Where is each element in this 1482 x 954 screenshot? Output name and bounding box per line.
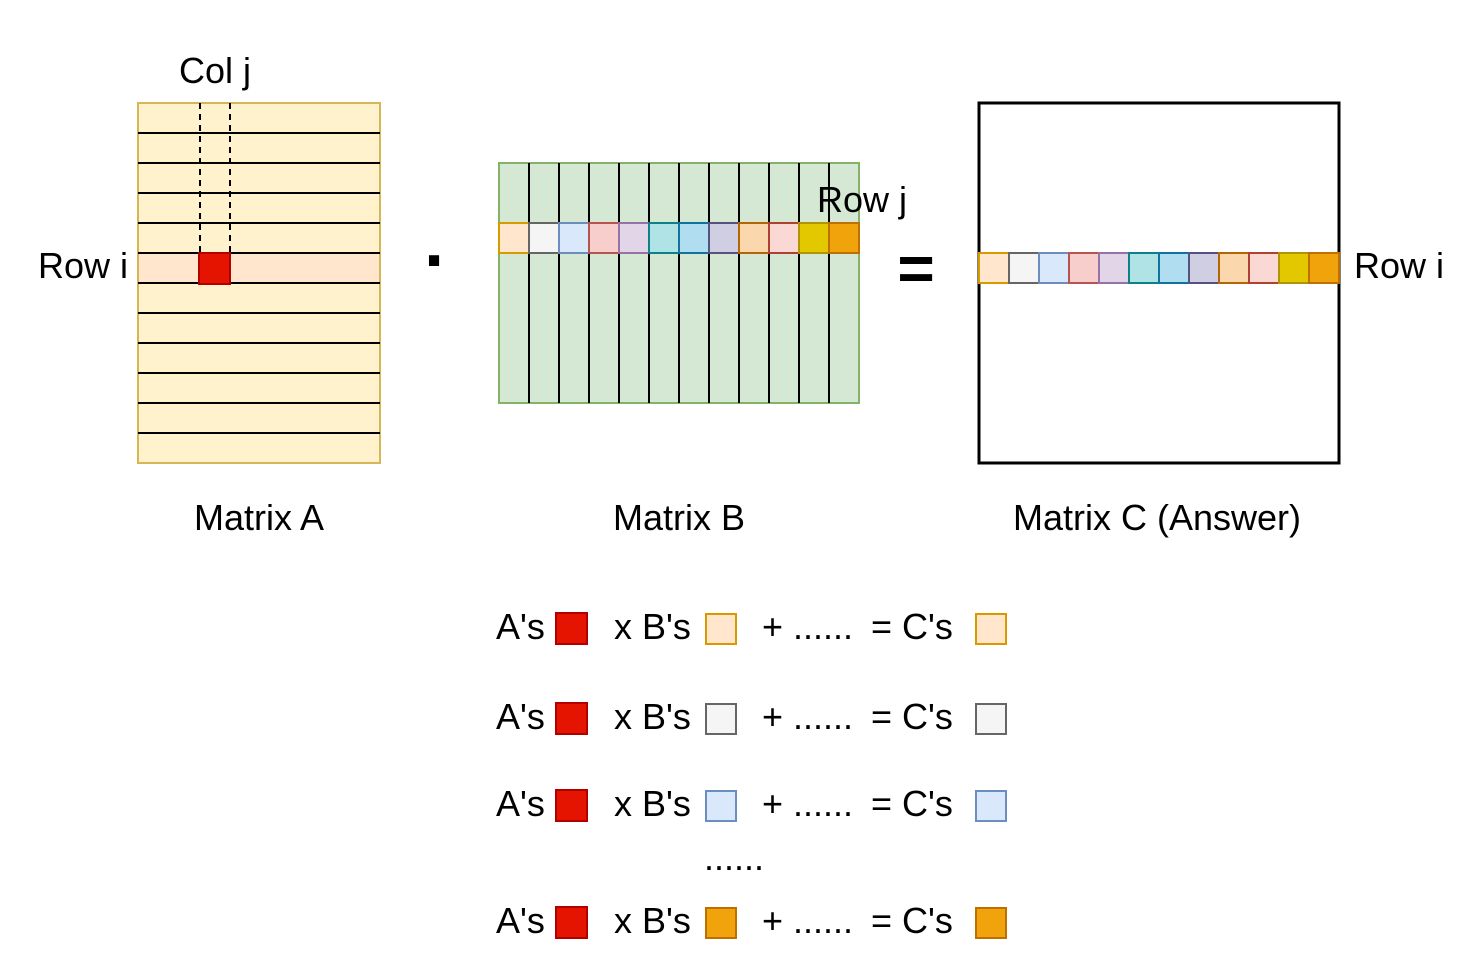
- row-i-right-label: Row i: [1354, 245, 1444, 286]
- matrix-b-row-j-cells: [498, 222, 860, 254]
- matrix-a-label: Matrix A: [194, 497, 324, 538]
- equation-b-element: [705, 613, 737, 645]
- matrix-b-row-cell: [498, 222, 530, 254]
- equation-row: A's x B's + ...... = C's: [496, 606, 1007, 647]
- matrix-a-row-i-highlight: [139, 253, 379, 283]
- matrix-b-row-cell: [588, 222, 620, 254]
- equation-eq-text: = C's: [871, 900, 953, 941]
- matrix-a-element-ij: [198, 252, 231, 285]
- equation-a-text: A's: [496, 696, 545, 737]
- equation-a-element: [555, 702, 588, 735]
- equation-x-text: x B's: [614, 606, 691, 647]
- matrix-c-row-cell: [1158, 252, 1190, 284]
- matrix-c-row-cell: [1068, 252, 1100, 284]
- matrix-b-row-cell: [708, 222, 740, 254]
- matrix-c-row-cell: [1098, 252, 1130, 284]
- equation-eq-text: = C's: [871, 783, 953, 824]
- equation-a-element: [555, 906, 588, 939]
- matrix-a: [137, 102, 381, 464]
- matrix-b-label: Matrix B: [613, 497, 745, 538]
- matrix-c: [977, 101, 1341, 465]
- matrix-b-row-cell: [828, 222, 860, 254]
- matrix-c-row-cell: [1248, 252, 1280, 284]
- matrix-c-row-cell: [1218, 252, 1250, 284]
- equation-eq-text: = C's: [871, 696, 953, 737]
- equation-x-text: x B's: [614, 783, 691, 824]
- col-j-label: Col j: [179, 50, 251, 91]
- row-j-label: Row j: [817, 179, 907, 220]
- equation-a-text: A's: [496, 606, 545, 647]
- matrix-b-column-lines: [528, 163, 830, 403]
- equation-plus-text: + ......: [762, 900, 853, 941]
- equation-plus-text: + ......: [762, 696, 853, 737]
- equation-b-element: [705, 790, 737, 822]
- matrix-b-row-cell: [768, 222, 800, 254]
- matrix-c-row-cell: [978, 252, 1010, 284]
- matrix-b-row-cell: [738, 222, 770, 254]
- equation-x-text: x B's: [614, 696, 691, 737]
- matrix-c-row-i-cells: [978, 252, 1340, 284]
- equation-a-element: [555, 612, 588, 645]
- equation-c-element: [975, 613, 1007, 645]
- equation-c-element: [975, 790, 1007, 822]
- dot-operator: ·: [424, 221, 448, 301]
- equation-c-element: [975, 907, 1007, 939]
- matrix-b-row-cell: [618, 222, 650, 254]
- equation-b-element: [705, 703, 737, 735]
- matrix-c-row-cell: [1188, 252, 1220, 284]
- matrix-b-row-cell: [648, 222, 680, 254]
- equation-a-element: [555, 789, 588, 822]
- matrix-b-row-cell: [798, 222, 830, 254]
- matrix-b-row-cell: [558, 222, 590, 254]
- matrix-c-row-cell: [1008, 252, 1040, 284]
- equals-operator: =: [897, 232, 934, 304]
- matrix-c-row-cell: [1128, 252, 1160, 284]
- matrix-a-row-lines: [138, 103, 380, 434]
- equation-a-text: A's: [496, 783, 545, 824]
- equation-row: A's x B's + ...... = C's: [496, 783, 1007, 824]
- equation-plus-text: + ......: [762, 783, 853, 824]
- equation-plus-text: + ......: [762, 606, 853, 647]
- matrix-b: [498, 162, 860, 404]
- equation-b-element: [705, 907, 737, 939]
- matrix-c-row-cell: [1308, 252, 1340, 284]
- ellipsis: ......: [704, 837, 764, 878]
- equation-row: A's x B's + ...... = C's: [496, 900, 1007, 941]
- equation-c-element: [975, 703, 1007, 735]
- equation-eq-text: = C's: [871, 606, 953, 647]
- matrix-c-row-cell: [1278, 252, 1310, 284]
- matrix-b-row-cell: [528, 222, 560, 254]
- matrix-c-row-cell: [1038, 252, 1070, 284]
- matrix-c-label: Matrix C (Answer): [1013, 497, 1301, 538]
- equation-a-text: A's: [496, 900, 545, 941]
- row-i-left-label: Row i: [38, 245, 128, 286]
- matrix-b-row-cell: [678, 222, 710, 254]
- equation-x-text: x B's: [614, 900, 691, 941]
- equation-row: A's x B's + ...... = C's: [496, 696, 1007, 737]
